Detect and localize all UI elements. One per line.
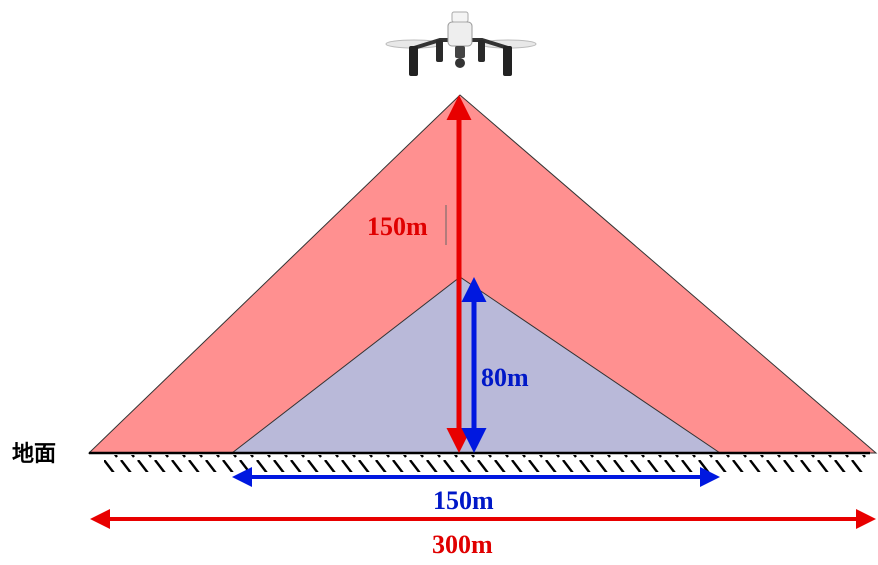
ground-surface	[89, 451, 870, 472]
inner-width-label: 150m	[433, 486, 494, 515]
outer-height-label: 150m	[367, 212, 428, 241]
inner-height-label: 80m	[481, 363, 529, 392]
ground-label: 地面	[12, 441, 57, 467]
drone-icon	[385, 11, 537, 76]
outer-width-label: 300m	[432, 530, 493, 559]
